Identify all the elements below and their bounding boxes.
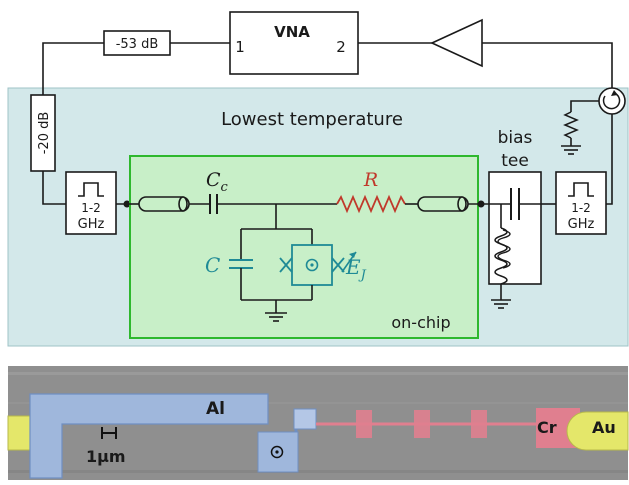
squid-pad-lower — [257, 431, 299, 473]
filter-to-circulator-wire — [606, 114, 613, 205]
bias-tee-capacitor-icon — [489, 188, 541, 220]
transmission-line-left-icon — [138, 196, 190, 212]
on-chip-label: on-chip — [391, 313, 450, 332]
josephson-junction-icon — [279, 244, 357, 286]
chromium-label: Cr — [537, 418, 557, 437]
circulator-icon — [598, 87, 626, 115]
left-feed-wire — [42, 171, 66, 205]
scale-bar-icon — [101, 427, 117, 439]
attenuator-top — [103, 30, 171, 56]
shunt-capacitor-label: C — [205, 253, 220, 277]
junction-dot-right — [477, 200, 485, 208]
cold-stage-label: Lowest temperature — [221, 109, 403, 130]
on-chip-region — [129, 155, 479, 339]
filter-left-bandpass-icon — [78, 182, 104, 197]
amplifier-icon — [430, 18, 483, 68]
filter-right-label-1: 1-2 — [571, 201, 591, 215]
attenuator-left-label: -20 dB — [37, 112, 52, 155]
aluminum-structure — [29, 393, 269, 479]
amplifier-to-circulator-wire — [482, 42, 613, 88]
filter-left-label-2: GHz — [78, 217, 105, 232]
vna-port1-label: 1 — [235, 38, 245, 56]
chip-ground-icon — [265, 312, 287, 322]
vna-port2-label: 2 — [336, 38, 346, 56]
chromium-pad-1 — [356, 410, 372, 438]
termination-ground-icon — [561, 145, 581, 155]
scale-bar-label: 1µm — [86, 447, 126, 466]
micrograph-texture — [8, 372, 628, 473]
resistor-icon — [336, 194, 406, 214]
transmission-line-right-icon — [417, 196, 469, 212]
bias-tee-box — [488, 171, 542, 285]
chromium-pad-2 — [414, 410, 430, 438]
filter-right-bandpass-icon — [568, 182, 594, 197]
bias-tee-ground-icon — [491, 299, 511, 309]
coupling-capacitor-label: Cc — [206, 169, 229, 195]
bias-tee-label-1: bias — [498, 128, 533, 148]
circulator-termination-wire — [570, 100, 599, 112]
bias-tee-label-2: tee — [501, 151, 529, 171]
micrograph-panel: Al 1µm Cr Au — [7, 366, 629, 480]
filter-right-label-2: GHz — [568, 217, 595, 232]
bias-tee-inductor-icon — [494, 204, 511, 300]
gold-pad-right — [566, 411, 629, 451]
josephson-energy-label: EJ — [345, 255, 367, 283]
circuit-panel: Lowest temperature VNA 1 2 -53 dB -20 dB… — [7, 11, 629, 347]
filter-left-label-1: 1-2 — [81, 201, 101, 215]
attenuator-left — [30, 94, 56, 172]
squid-pad-upper — [293, 408, 317, 430]
vna-label: VNA — [274, 23, 310, 41]
chromium-pad-3 — [471, 410, 487, 438]
squid-loop-icon — [270, 445, 284, 459]
termination-resistor-icon — [563, 111, 579, 139]
shunt-bottom-rail — [241, 299, 312, 313]
attenuator-top-label: -53 dB — [116, 37, 159, 52]
aluminum-label: Al — [206, 399, 225, 419]
gold-label: Au — [592, 418, 616, 437]
vna-box — [229, 11, 359, 75]
resistor-label: R — [363, 169, 378, 191]
